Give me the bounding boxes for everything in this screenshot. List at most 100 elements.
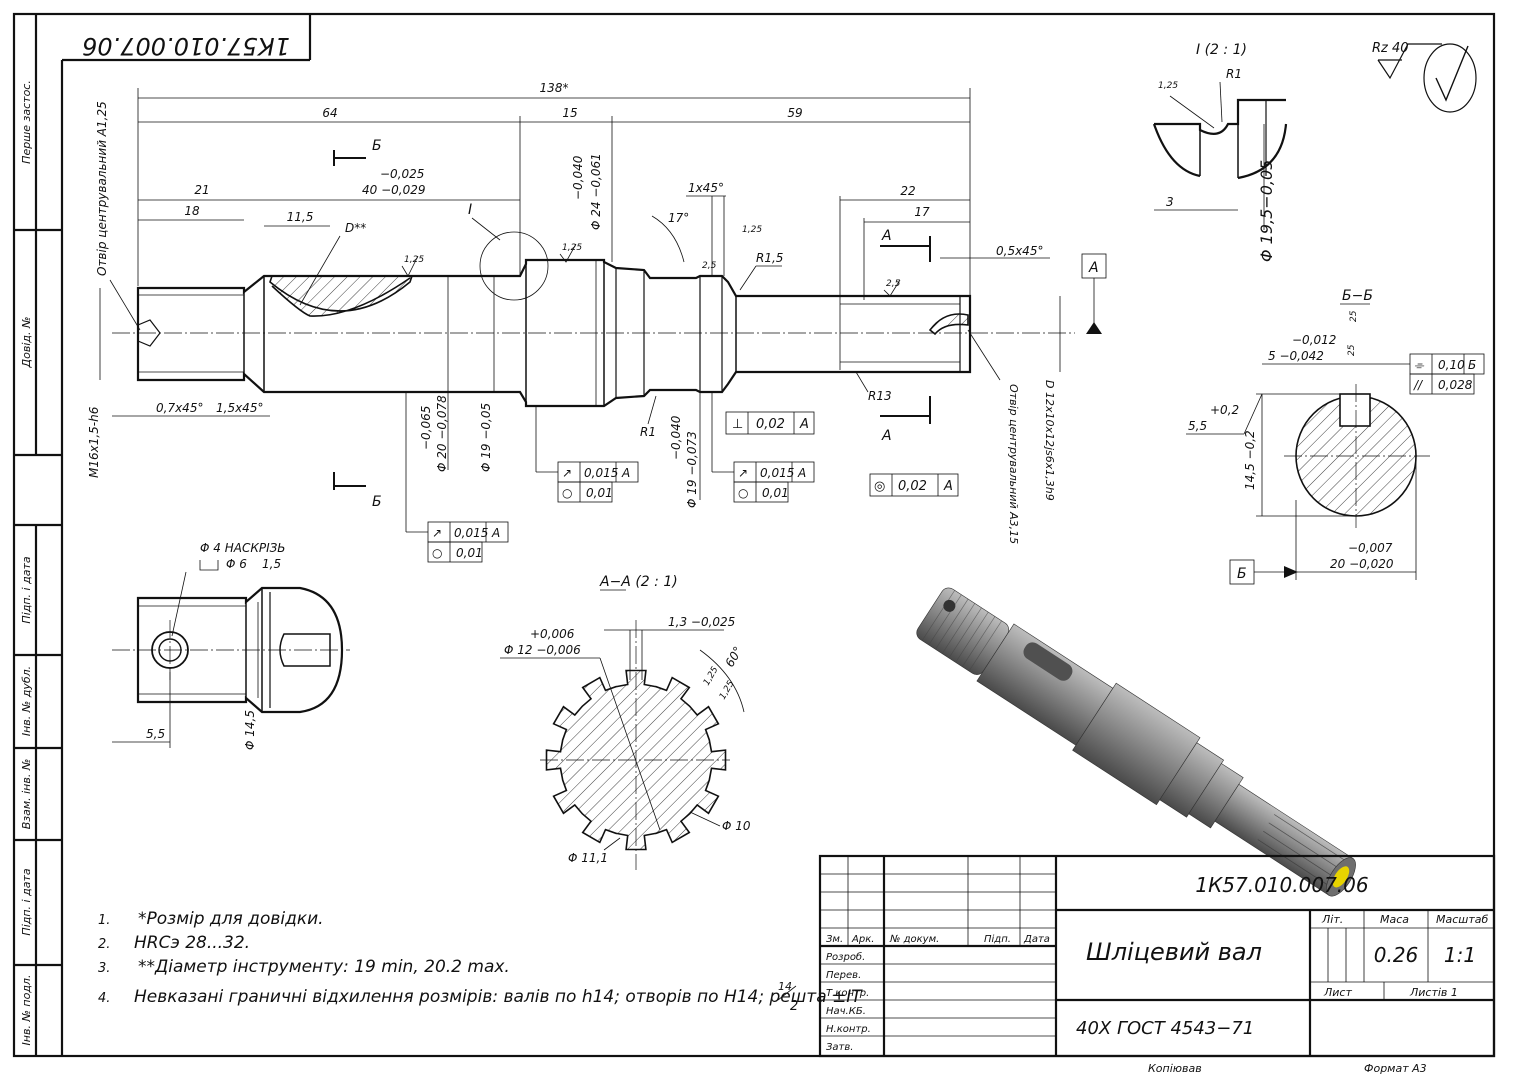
section-mark-B-top: Б	[372, 138, 382, 154]
section-markers: Б Б A A A	[333, 138, 1107, 510]
centre-hole-note: Отвір центрувальний А1,25	[95, 101, 109, 276]
sheet-format: Формат А3	[1364, 1062, 1427, 1075]
section-AA-roughness: 1,25	[702, 665, 721, 688]
chamfer-0-7x45: 0,7x45°	[156, 401, 203, 415]
outer-frame	[12, 12, 1496, 1058]
tol-frame-value: 0,02	[756, 417, 785, 432]
detail-I-dim-3: 3	[1166, 195, 1174, 209]
material-spec: 40Х ГОСТ 4543−71	[1076, 1018, 1254, 1039]
main-view	[112, 231, 1075, 408]
section-BB-title: Б−Б	[1342, 288, 1373, 304]
header-lit: Літ.	[1321, 913, 1343, 926]
section-AA-dia-10: Φ 10	[722, 819, 751, 833]
roughness-marks: 1,25 1,25 2,5 2,5 1,25	[401, 225, 901, 297]
tol-19b-lower: Φ 19 −0,073	[685, 431, 699, 508]
role-label: Перев.	[826, 970, 861, 981]
sheet-label: Лист	[1323, 986, 1352, 999]
roundness-icon: ○	[738, 486, 748, 500]
side-view: Φ 4 НАСКРІЗЬ Φ 6 1,5 5,5 Φ 14,5	[112, 541, 350, 750]
runout-frame-1: ↗ 0,015 A ○ 0,01	[535, 406, 639, 503]
detail-I-roughness: 1,25	[1158, 81, 1178, 91]
tol-frame-value: 0,015	[760, 466, 794, 480]
dim-18: 18	[184, 204, 200, 218]
dim-22: 22	[900, 184, 915, 198]
role-label: Т.контр.	[826, 988, 869, 999]
section-mark-A-top: A	[881, 228, 892, 244]
runout-icon: ↗	[562, 466, 572, 480]
section-mark-A-bottom: A	[881, 428, 892, 444]
section-AA-title: А−А (2 : 1)	[599, 574, 678, 590]
tol-frame-value: 0,01	[762, 486, 789, 500]
runout-icon: ↗	[738, 466, 748, 480]
surface-finish-label: Rz 40	[1372, 41, 1409, 56]
role-label: Нач.КБ.	[826, 1006, 866, 1017]
margin-label: Перше застос.	[20, 80, 33, 164]
section-BB-width-lower: 20 −0,020	[1330, 557, 1394, 571]
tol-frame-datum: A	[491, 526, 500, 540]
tol-frame-value: 0,01	[586, 486, 613, 500]
runout-icon: ↗	[432, 526, 442, 540]
role-label: Н.контр.	[826, 1024, 871, 1035]
chamfer-1x45: 1x45°	[688, 181, 724, 195]
drawing-number: 1К57.010.007.06	[1195, 873, 1368, 897]
tol-40-lower: 40 −0,029	[362, 183, 426, 197]
dim-138: 138*	[540, 81, 569, 95]
note-number: 3.	[98, 961, 110, 976]
left-dimensions: Отвір центрувальний А1,25 M16x1,5-h6 0,7…	[87, 101, 270, 478]
dim-d-star: D**	[345, 221, 366, 235]
section-BB-height: 14,5 −0,2	[1243, 430, 1257, 490]
note-text: HRCэ 28...32.	[134, 933, 250, 953]
tol-24-upper: −0,040	[571, 155, 585, 200]
roughness-label: 1,25	[742, 225, 762, 235]
title-block: 1К57.010.007.06 Шліцевий вал 40Х ГОСТ 45…	[818, 854, 1496, 1058]
radius-1-5: R1,5	[756, 251, 783, 265]
detail-I-title: I (2 : 1)	[1196, 42, 1247, 58]
note-fraction-denominator: 2	[790, 999, 798, 1014]
dim-19: Φ 19 −0,05	[479, 403, 493, 472]
tol-frame-datum: A	[943, 479, 953, 494]
dim-17: 17	[914, 205, 930, 219]
chamfer-1-5x45: 1,5x45°	[216, 401, 263, 415]
section-BB: Б−Б 25 25 −0,012 5 −0,042 ⌯ 0,10 Б // 0,…	[1186, 288, 1485, 585]
section-AA-dia-upper: +0,006	[530, 627, 575, 641]
margin-label: Взам. інв. №	[20, 759, 33, 830]
header-mass: Маса	[1380, 913, 1409, 926]
note-number: 1.	[98, 913, 110, 928]
surface-finish-symbol: Rz 40	[1372, 41, 1477, 113]
role-label: Затв.	[826, 1042, 853, 1053]
radius-13: R13	[868, 389, 892, 403]
symmetry-icon: ⌯	[1414, 358, 1425, 372]
section-BB-roughness: 25	[1347, 344, 1357, 356]
section-AA-angle: 60°	[722, 644, 745, 669]
lower-dimensions: −0,065 Φ 20 −0,078 Φ 19 −0,05 −0,040 Φ 1…	[419, 276, 1061, 544]
centre-hole-2-note: Отвір центрувальний А3,15	[1007, 384, 1020, 544]
margin-label: Інв. № дубл.	[20, 666, 33, 736]
technical-notes: 1. *Розмір для довідки. 2. HRCэ 28...32.…	[98, 909, 863, 1014]
tol-40-upper: −0,025	[380, 167, 424, 181]
margin-label: Довід. №	[20, 317, 33, 369]
column-header: Дата	[1023, 934, 1050, 945]
roundness-icon: ○	[432, 546, 442, 560]
datum-A-label: A	[1088, 260, 1099, 276]
roughness-label: 2,5	[886, 279, 901, 289]
note-text: *Розмір для довідки.	[138, 909, 324, 929]
parallelism-icon: //	[1413, 378, 1424, 392]
scale-value: 1:1	[1444, 943, 1476, 967]
sheets-count: Листів 1	[1409, 986, 1458, 999]
margin-label: Інв. № подл.	[20, 975, 33, 1046]
dim-14-5: Φ 14,5	[243, 710, 257, 750]
column-header: № докум.	[889, 934, 939, 945]
detail-I-r1: R1	[1226, 67, 1242, 81]
centre-hole-section	[928, 313, 969, 336]
keyway-section	[269, 275, 414, 317]
note-text: **Діаметр інструменту: 19 min, 20.2 max.	[138, 957, 510, 977]
detail-I: I (2 : 1) R1 1,25 3 Φ 19,5−0,05	[1152, 42, 1288, 262]
role-label: Розроб.	[826, 951, 865, 963]
perpendicularity-icon: ⊥	[732, 417, 743, 432]
section-BB-keyway-upper: −0,012	[1292, 333, 1336, 347]
detail-circle-I	[479, 231, 549, 301]
tol-frame-value: 0,01	[456, 546, 483, 560]
concentricity-icon: ◎	[874, 479, 885, 494]
dim-11-5: 11,5	[287, 210, 314, 224]
